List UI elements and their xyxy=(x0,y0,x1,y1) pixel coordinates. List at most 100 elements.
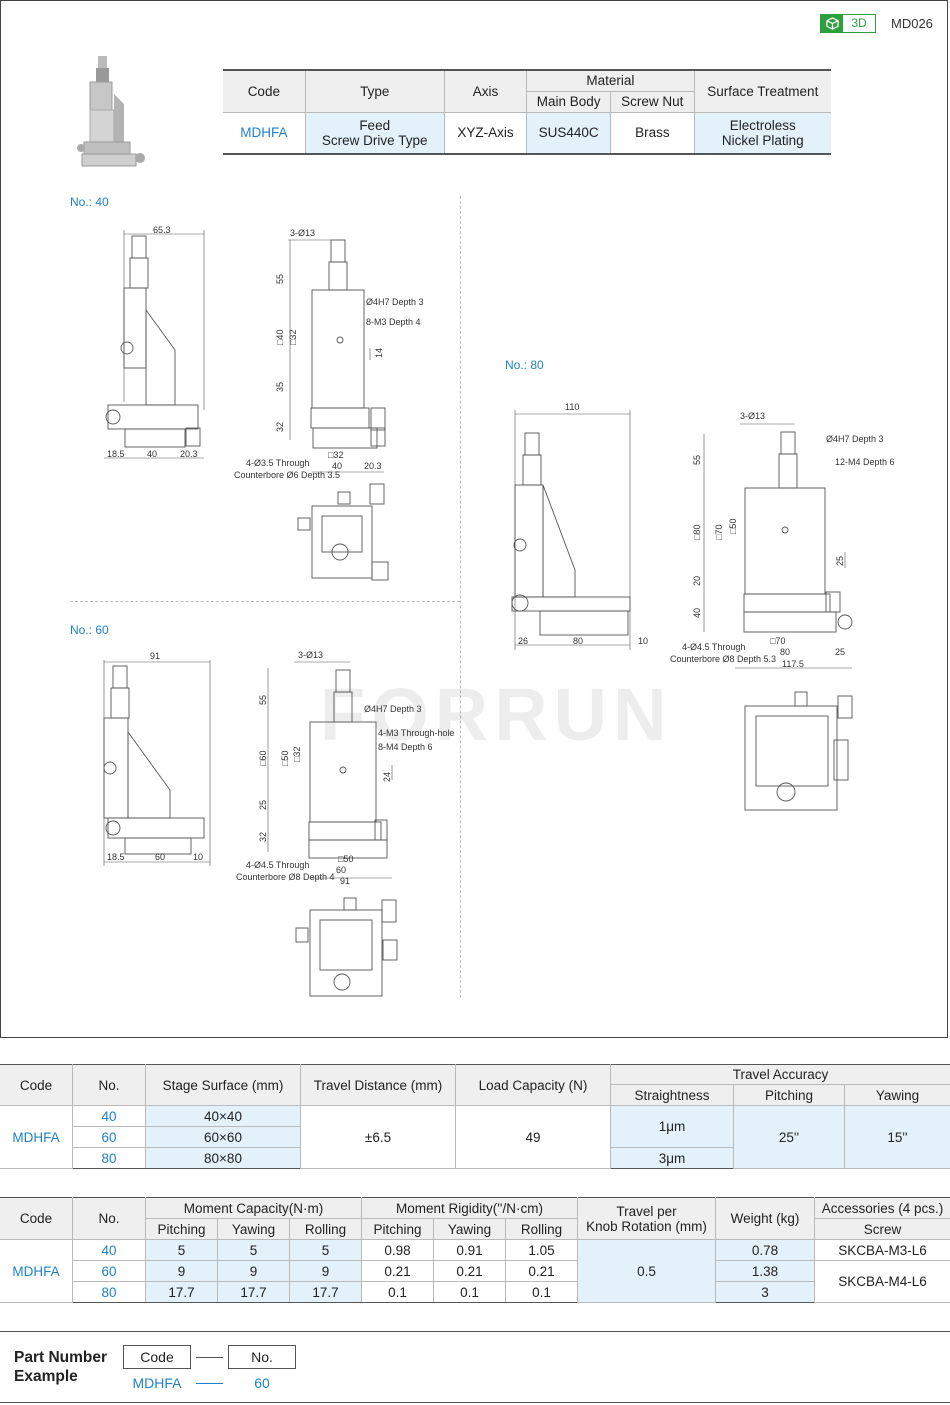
svg-text:3-Ø13: 3-Ø13 xyxy=(740,411,765,421)
svg-text:□70: □70 xyxy=(770,636,785,646)
svg-text:□50: □50 xyxy=(280,751,290,766)
s2-col-weight: Weight (kg) xyxy=(715,1197,815,1240)
svg-text:Counterbore Ø8 Depth 5.3: Counterbore Ø8 Depth 5.3 xyxy=(670,654,776,664)
s1-no-80: 80 xyxy=(72,1147,146,1169)
product-code: MDHFA xyxy=(223,111,306,155)
s2-code: MDHFA xyxy=(0,1239,73,1303)
s2-rp-80: 0.1 xyxy=(361,1281,434,1303)
col-screw-nut: Screw Nut xyxy=(610,90,695,113)
divider-horizontal xyxy=(70,601,460,602)
s2-ry-80: 0.1 xyxy=(433,1281,506,1303)
code-box: Code xyxy=(123,1345,191,1369)
s2-ry-40: 0.91 xyxy=(433,1239,506,1261)
svg-text:10: 10 xyxy=(193,852,203,862)
svg-text:20.3: 20.3 xyxy=(364,461,382,471)
s2-rr-40: 1.05 xyxy=(505,1239,578,1261)
s1-col-accuracy: Travel Accuracy xyxy=(610,1064,950,1085)
s2-weight-60: 1.38 xyxy=(715,1260,815,1282)
svg-text:32: 32 xyxy=(258,832,268,842)
col-code: Code xyxy=(223,69,306,113)
product-type: Feed Screw Drive Type xyxy=(304,111,445,155)
s2-ry-60: 0.21 xyxy=(433,1260,506,1282)
svg-text:□60: □60 xyxy=(258,751,268,766)
s2-cy-40: 5 xyxy=(217,1239,290,1261)
svg-text:25: 25 xyxy=(258,800,268,810)
svg-text:□32: □32 xyxy=(328,450,343,460)
s2-col-code: Code xyxy=(0,1197,73,1240)
s2-weight-80: 3 xyxy=(715,1281,815,1303)
s2-rr-60: 0.21 xyxy=(505,1260,578,1282)
col-main-body: Main Body xyxy=(526,90,612,113)
s2-cr-80: 17.7 xyxy=(289,1281,362,1303)
s2-screw-b: SKCBA-M4-L6 xyxy=(814,1260,950,1303)
svg-text:25: 25 xyxy=(835,647,845,657)
svg-text:55: 55 xyxy=(258,695,268,705)
svg-text:□50: □50 xyxy=(728,519,738,534)
code-value: MDHFA xyxy=(132,1375,182,1391)
s2-knob-line2: Knob Rotation (mm) xyxy=(586,1218,707,1234)
s2-cp-80: 17.7 xyxy=(145,1281,218,1303)
type-line2: Screw Drive Type xyxy=(321,132,428,148)
s1-col-stage: Stage Surface (mm) xyxy=(145,1064,301,1106)
svg-text:40: 40 xyxy=(147,449,157,459)
svg-text:14: 14 xyxy=(374,348,384,358)
s2-cy-60: 9 xyxy=(217,1260,290,1282)
svg-text:35: 35 xyxy=(275,382,285,392)
no40-front-view xyxy=(310,239,386,449)
svg-text:65.3: 65.3 xyxy=(153,225,171,235)
s1-stage-60: 60×60 xyxy=(145,1126,301,1148)
no60-top-view xyxy=(295,897,398,997)
col-type: Type xyxy=(304,69,445,113)
3d-model-button[interactable]: 3D xyxy=(820,14,876,33)
svg-text:□32: □32 xyxy=(288,330,298,345)
svg-text:3-Ø13: 3-Ø13 xyxy=(298,650,323,660)
s2-cy-80: 17.7 xyxy=(217,1281,290,1303)
svg-text:80: 80 xyxy=(573,636,583,646)
svg-text:55: 55 xyxy=(692,455,702,465)
svg-text:55: 55 xyxy=(275,274,285,284)
s2-col-accessories: Accessories (4 pcs.) xyxy=(814,1197,950,1219)
svg-text:32: 32 xyxy=(275,422,285,432)
col-surface: Surface Treatment xyxy=(693,69,831,113)
s2-cr-60: 9 xyxy=(289,1260,362,1282)
label-no80: No.: 80 xyxy=(505,358,544,372)
svg-text:Counterbore Ø6 Depth 3.5: Counterbore Ø6 Depth 3.5 xyxy=(234,470,340,480)
drawing-frame xyxy=(0,0,948,1038)
part-number-label: Part Number Example xyxy=(14,1348,107,1386)
svg-text:25: 25 xyxy=(835,556,845,566)
3d-label: 3D xyxy=(851,16,867,30)
s2-col-moment-rig: Moment Rigidity(''/N·cm) xyxy=(361,1197,578,1219)
s2-knob: 0.5 xyxy=(577,1239,716,1303)
s2-col-cap-yawing: Yawing xyxy=(217,1218,290,1240)
svg-text:□70: □70 xyxy=(714,525,724,540)
svg-text:26: 26 xyxy=(518,636,528,646)
surface-line2: Nickel Plating xyxy=(721,132,804,148)
no80-front-view xyxy=(743,431,853,633)
s1-no-60: 60 xyxy=(72,1126,146,1148)
product-table: Code Type Axis Material Surface Treatmen… xyxy=(223,69,831,155)
no60-front-view xyxy=(308,669,388,859)
svg-text:18.5: 18.5 xyxy=(107,852,125,862)
s2-cr-40: 5 xyxy=(289,1239,362,1261)
s2-cp-40: 5 xyxy=(145,1239,218,1261)
s1-yawing: 15'' xyxy=(844,1105,950,1169)
s1-stage-80: 80×80 xyxy=(145,1147,301,1169)
s2-cp-60: 9 xyxy=(145,1260,218,1282)
svg-text:□50: □50 xyxy=(338,854,353,864)
no60-side-view xyxy=(103,665,205,855)
svg-text:117.5: 117.5 xyxy=(782,659,804,669)
surface-line1: Electroless xyxy=(729,117,796,133)
no-box: No. xyxy=(228,1345,296,1369)
svg-text:4-Ø4.5 Through: 4-Ø4.5 Through xyxy=(246,860,309,870)
s1-col-pitching: Pitching xyxy=(733,1084,845,1106)
s2-no-60: 60 xyxy=(72,1260,146,1282)
svg-text:4-Ø3.5 Through: 4-Ø3.5 Through xyxy=(246,458,309,468)
svg-text:24: 24 xyxy=(382,772,392,782)
svg-text:Ø4H7 Depth 3: Ø4H7 Depth 3 xyxy=(366,297,424,307)
svg-text:Ø4H7 Depth 3: Ø4H7 Depth 3 xyxy=(826,434,884,444)
cube-icon xyxy=(821,15,843,32)
s1-col-yawing: Yawing xyxy=(844,1084,950,1106)
s2-rp-60: 0.21 xyxy=(361,1260,434,1282)
s2-col-rig-rolling: Rolling xyxy=(505,1218,578,1240)
s2-col-screw: Screw xyxy=(814,1218,950,1240)
